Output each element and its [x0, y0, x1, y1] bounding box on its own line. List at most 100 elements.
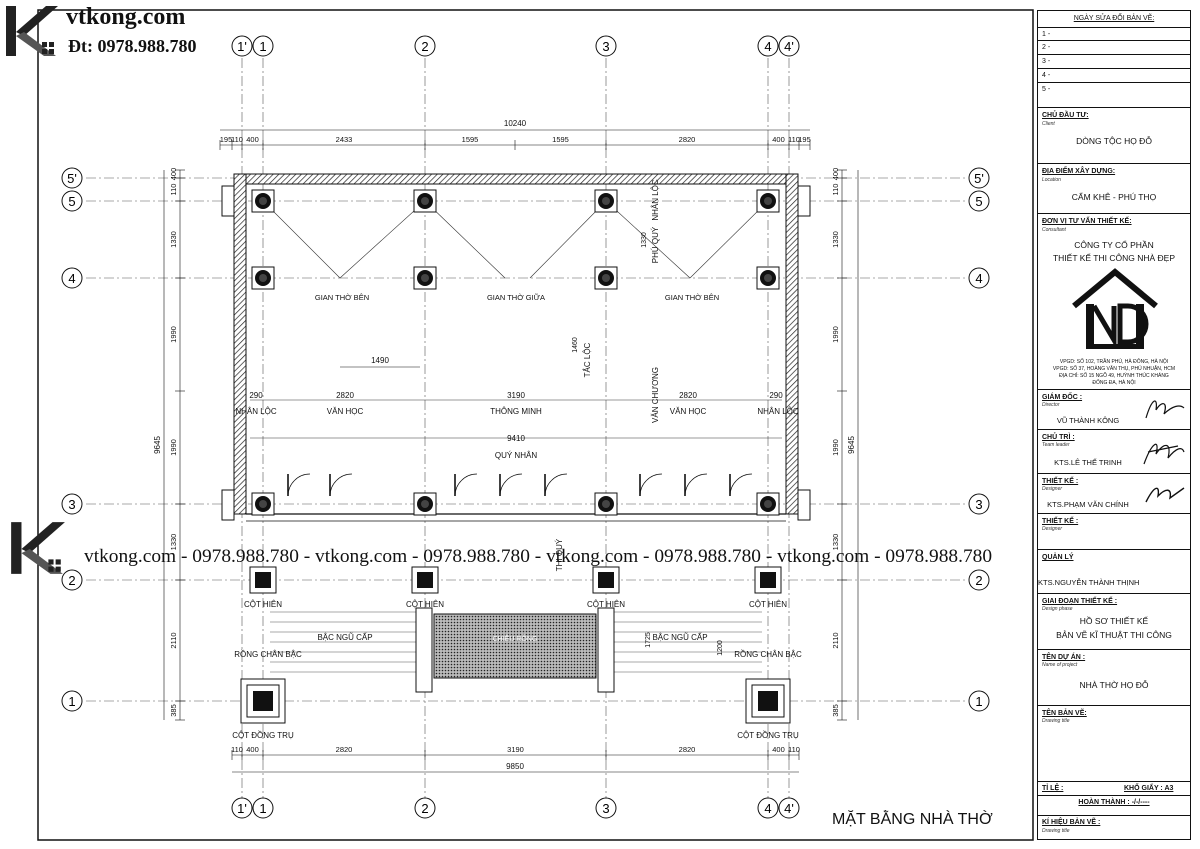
label-phu-quy: PHÚ QUÝ: [651, 226, 660, 263]
wall-pilaster: [221, 489, 235, 521]
axis-bubble-bottom: [595, 797, 617, 819]
drawing-frame: [37, 9, 1034, 841]
axis-bubble-top: [231, 35, 253, 57]
interior-line: [605, 200, 691, 279]
column-core: [764, 500, 772, 508]
label-nhan-loc-left: NHÂN LỘC: [235, 407, 277, 416]
dim-2820-right: 2820: [679, 391, 697, 400]
porch-column-core: [598, 572, 614, 588]
dim-290-left: 290: [249, 391, 263, 400]
porch-column-core: [255, 572, 271, 588]
dim-top-value: 400: [246, 135, 259, 144]
project-label: TÊN DỰ ÁN :: [1042, 654, 1086, 661]
label-van-chuong: VĂN CHƯƠNG: [651, 367, 660, 423]
axis-bubble-bottom: [252, 797, 274, 819]
dim-top-value: 110: [788, 135, 800, 144]
consultant-label: ĐƠN VỊ TƯ VẤN THIẾT KẾ:: [1042, 218, 1132, 225]
complete-section: HOÀN THÀNH : -/-/----: [1038, 795, 1190, 815]
axis-bubble-top-label: 4': [784, 39, 794, 54]
client-label: CHỦ ĐẦU TƯ:: [1042, 112, 1089, 119]
door-swing: [499, 473, 523, 497]
phase-label: GIAI ĐOẠN THIẾT KẾ :: [1042, 598, 1118, 605]
dim-top-value: 110: [231, 135, 243, 144]
consultant-address1: VPGD: SỐ 102, TRẦN PHÚ, HÀ ĐÔNG, HÀ NỘI: [1059, 359, 1169, 365]
dim-left-value: 400: [169, 168, 178, 181]
location-section: ĐỊA ĐIỂM XÂY DỰNG: Location CẨM KHÊ - PH…: [1038, 163, 1190, 213]
label-cot-hien: CỘT HIÊN: [406, 600, 444, 609]
door-swing: [544, 473, 568, 497]
designer-section: THIẾT KẾ : Designer KTS.PHẠM VĂN CHÍNH: [1038, 473, 1190, 513]
axis-bubble-left-label: 1: [68, 694, 75, 709]
manager-label: QUẢN LÝ: [1042, 554, 1074, 561]
dim-1330: 1330: [641, 232, 648, 248]
dim-left-value: 1330: [169, 231, 178, 248]
interior-line: [262, 200, 341, 279]
consultant-address3: ĐỊA CHỈ: SỐ 15 NGÕ 49, HUỲNH THÚC KHÁNG: [1059, 373, 1169, 379]
dim-left-value: 2110: [169, 632, 178, 648]
label-van-hoc-left: VĂN HỌC: [327, 407, 364, 416]
axis-bubble-left: [61, 690, 83, 712]
project-sub: Name of project: [1042, 662, 1078, 668]
stair-wall: [415, 607, 433, 693]
leader-label: CHỦ TRÌ :: [1042, 434, 1075, 441]
vtkong-watermark-logo-icon: [11, 522, 65, 574]
location-label: ĐỊA ĐIỂM XÂY DỰNG:: [1042, 168, 1116, 175]
label-rong-chan-bac-left: RỒNG CHÂN BẬC: [234, 649, 302, 659]
axis-bubble-top: [757, 35, 779, 57]
dim-right-total: 9645: [847, 436, 856, 454]
code-sub: Drawing title: [1042, 828, 1070, 834]
designer-signature-icon: [1145, 487, 1185, 503]
dim-top-value: 195: [220, 135, 233, 144]
phase-sub: Design phase: [1042, 606, 1073, 612]
door-swing: [684, 473, 708, 497]
leader-signature-icon: [1143, 443, 1185, 465]
watermark-band: vtkong.com - 0978.988.780 - vtkong.com -…: [84, 546, 993, 567]
stair-wall: [597, 607, 615, 693]
revision-row: 3 -: [1038, 55, 1190, 69]
axis-bubble-right-label: 1: [975, 694, 982, 709]
dragon-slab: [433, 613, 597, 679]
label-cot-hien: CỘT HIÊN: [749, 600, 787, 609]
director-signature-icon: [1145, 400, 1185, 419]
axis-bubble-top-label: 3: [602, 39, 609, 54]
revisions-label: NGÀY SỬA ĐỔI BẢN VẼ:: [1073, 15, 1155, 22]
designer2-label: THIẾT KẾ :: [1042, 518, 1079, 525]
revisions-section: NGÀY SỬA ĐỔI BẢN VẼ: 1 - 2 - 3 - 4 - 5 -: [1038, 11, 1190, 103]
axis-bubble-right: [968, 690, 990, 712]
axis-bubble-top: [252, 35, 274, 57]
axis-bubble-left-label: 5: [68, 194, 75, 209]
axis-bubble-right-label: 3: [975, 497, 982, 512]
axis-bubble-left: [61, 190, 83, 212]
dim-1460: 1460: [572, 337, 579, 353]
dim-bottom-value: 3190: [507, 745, 524, 754]
label-tac-loc: TẮC LỘC: [583, 342, 592, 377]
dim-bottom-value: 110: [231, 745, 243, 754]
interior-line: [689, 200, 769, 279]
code-section: KÍ HIỆU BẢN VẼ : Drawing title: [1038, 815, 1190, 839]
director-sub: Director: [1042, 402, 1060, 408]
dim-right-value: 385: [831, 704, 840, 717]
dim-3190: 3190: [507, 391, 525, 400]
axis-bubble-right-label: 4: [975, 271, 982, 286]
axis-bubble-right-label: 5: [975, 194, 982, 209]
project-name: NHÀ THỜ HỌ ĐỖ: [1079, 680, 1149, 690]
column-core: [259, 197, 267, 205]
axis-bubble-right: [968, 569, 990, 591]
corner-column-core: [253, 691, 273, 711]
consultant-address2: VPGD: SỐ 37, HOÀNG VĂN THỤ, PHÚ NHUẬN, H…: [1052, 366, 1176, 372]
room-label-center: GIAN THỜ GIỮA: [487, 293, 545, 302]
axis-bubble-bottom-label: 4': [784, 801, 794, 816]
door-swing: [639, 473, 663, 497]
axis-bubble-left: [61, 569, 83, 591]
axis-bubble-left-label: 5': [67, 171, 77, 186]
door-swing: [729, 473, 753, 497]
axis-bubble-bottom: [757, 797, 779, 819]
axis-bubble-right: [968, 190, 990, 212]
column-core: [764, 274, 772, 282]
label-cot-hien: CỘT HIÊN: [587, 600, 625, 609]
axis-bubble-bottom-label: 4: [764, 801, 771, 816]
project-section: TÊN DỰ ÁN : Name of project NHÀ THỜ HỌ Đ…: [1038, 649, 1190, 705]
location-sub: Location: [1042, 177, 1061, 183]
axis-bubble-bottom-label: 1': [237, 801, 247, 816]
